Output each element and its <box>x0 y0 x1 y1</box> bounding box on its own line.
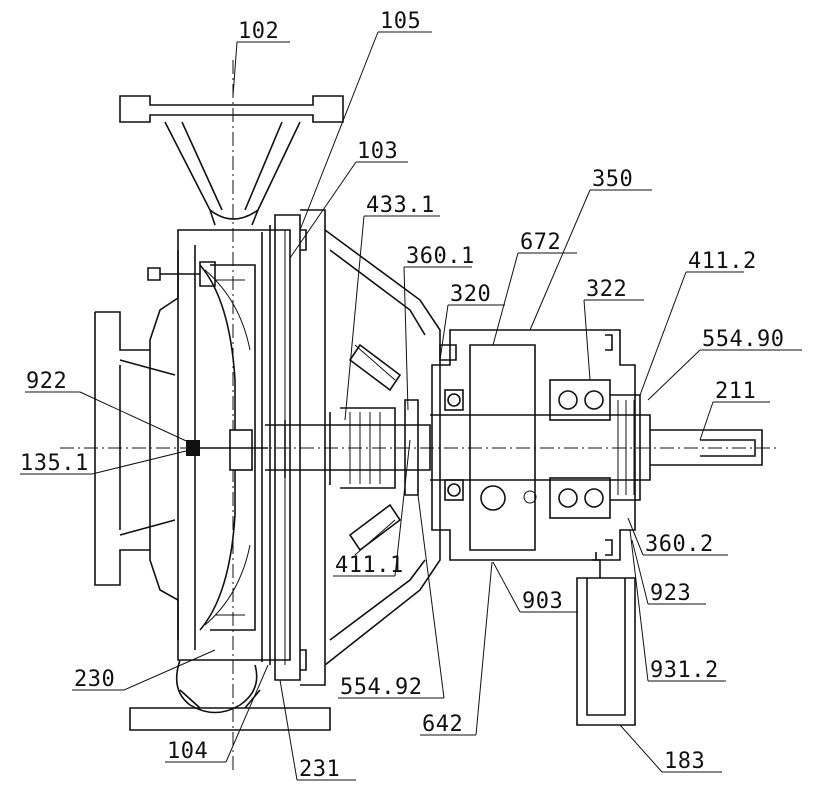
callout-903: 903 <box>522 589 563 614</box>
callout-105: 105 <box>380 9 421 34</box>
leader-lines <box>20 31 802 781</box>
callout-642: 642 <box>422 712 463 737</box>
callout-322: 322 <box>586 277 627 302</box>
callout-433-1: 433.1 <box>366 193 435 218</box>
impeller <box>186 264 268 631</box>
callout-231: 231 <box>299 757 340 782</box>
callout-931-2: 931.2 <box>650 658 719 683</box>
callout-411-1: 411.1 <box>335 553 404 578</box>
fasteners <box>147 229 613 671</box>
centerlines <box>60 60 780 770</box>
callout-211: 211 <box>715 379 756 404</box>
callout-labels: 102 105 103 433.1 350 672 360.1 411.2 32… <box>20 9 784 782</box>
casing-feet <box>129 689 331 731</box>
callout-183: 183 <box>664 749 705 774</box>
callout-554-90: 554.90 <box>702 327 784 352</box>
callout-103: 103 <box>357 139 398 164</box>
callout-360-2: 360.2 <box>645 532 714 557</box>
bearing-housing <box>431 329 636 561</box>
callout-320: 320 <box>450 282 491 307</box>
support-foot <box>576 552 636 726</box>
suction-nozzle <box>94 311 176 586</box>
callout-104: 104 <box>167 739 208 764</box>
callout-230: 230 <box>74 667 115 692</box>
callout-922: 922 <box>26 369 67 394</box>
callout-360-1: 360.1 <box>406 244 475 269</box>
outboard-bearing <box>549 379 641 519</box>
callout-102: 102 <box>238 19 279 44</box>
callout-350: 350 <box>592 167 633 192</box>
callout-923: 923 <box>650 581 691 606</box>
callout-554-92: 554.92 <box>340 675 422 700</box>
callout-135-1: 135.1 <box>20 451 89 476</box>
callout-411-2: 411.2 <box>688 249 757 274</box>
callout-672: 672 <box>520 230 561 255</box>
